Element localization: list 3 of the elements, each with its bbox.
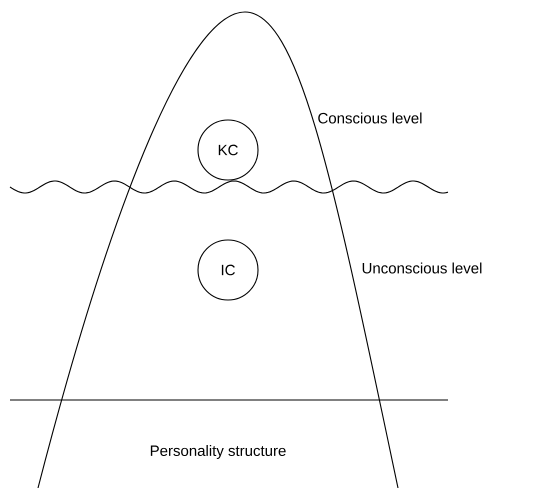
level-label: Conscious level <box>318 112 422 124</box>
level-label: Personality structure <box>150 445 286 459</box>
level-label: Unconscious level <box>362 262 482 274</box>
